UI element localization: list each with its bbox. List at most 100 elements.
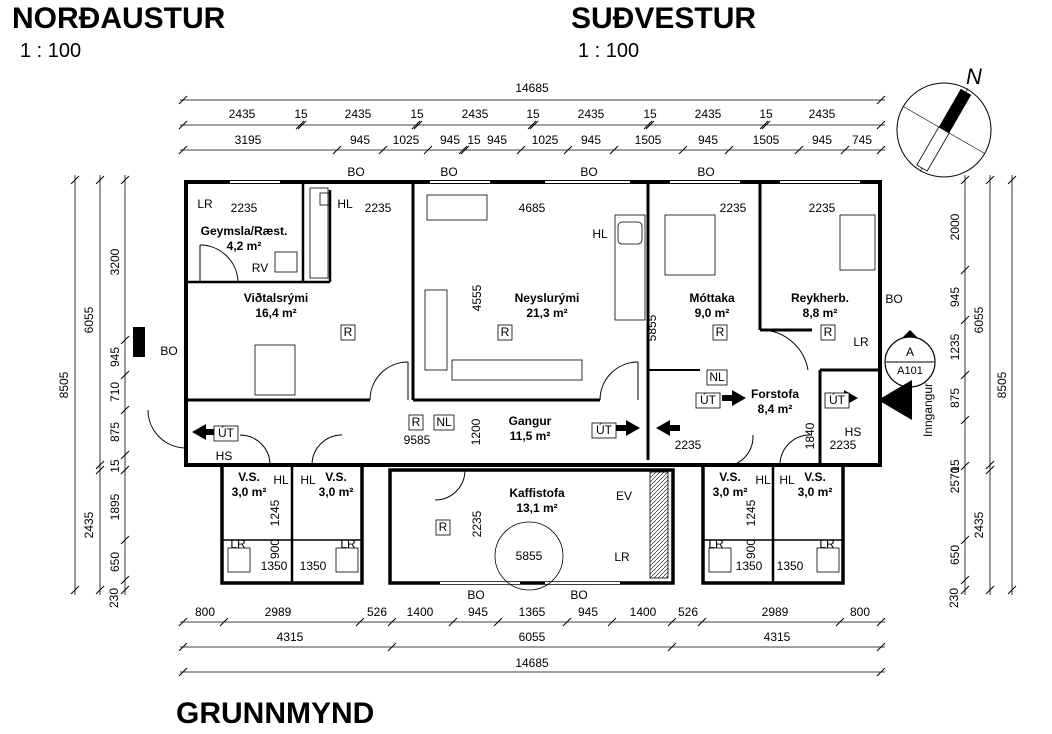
room-vs-4-area: 3,0 m² bbox=[798, 485, 833, 499]
dim-top-row2: 15 bbox=[643, 107, 657, 121]
room-code-r: R bbox=[824, 325, 833, 339]
dim-tick bbox=[120, 575, 130, 585]
label-lr: LR bbox=[340, 537, 356, 551]
label-hl: HL bbox=[273, 473, 289, 487]
dim-bottom-row2: 6055 bbox=[519, 630, 546, 644]
label-hs: HS bbox=[845, 425, 862, 439]
dim-bottom-row1: 1400 bbox=[407, 605, 434, 619]
dim-tick bbox=[960, 415, 970, 425]
dim-tick bbox=[960, 370, 970, 380]
dim-top-row3: 1025 bbox=[532, 133, 559, 147]
left-dimensions bbox=[70, 175, 130, 595]
label-rv: RV bbox=[252, 261, 268, 275]
dim-top-row3: 1505 bbox=[635, 133, 662, 147]
dim-right-inner: 650 bbox=[948, 545, 962, 565]
room-vs-4-name: V.S. bbox=[804, 470, 826, 484]
label-bo: BO bbox=[467, 588, 484, 602]
dim-right-outer: 8505 bbox=[995, 371, 1009, 398]
dim-bottom-row1: 945 bbox=[578, 605, 598, 619]
dim-tick bbox=[761, 120, 771, 130]
room-vidtalsrymi-name: Viðtalsrými bbox=[244, 291, 308, 305]
dim-kaffi-w: 5855 bbox=[516, 549, 543, 563]
room-code-r-box bbox=[497, 324, 513, 341]
dim-tick bbox=[678, 145, 688, 155]
dim-reyk: 2235 bbox=[809, 201, 836, 215]
label-hl: HL bbox=[300, 473, 316, 487]
dim-bottom-row2: 4315 bbox=[764, 630, 791, 644]
title-south-west: SUÐVESTUR bbox=[571, 2, 757, 35]
dim-tick bbox=[609, 145, 619, 155]
dim-left-inner: 945 bbox=[108, 347, 122, 367]
dim-4555: 4555 bbox=[470, 284, 484, 311]
dim-tick bbox=[985, 175, 995, 185]
dim-top-row3: 745 bbox=[852, 133, 872, 147]
dim-tick bbox=[985, 460, 995, 470]
label-hl: HL bbox=[337, 197, 353, 211]
dim-bottom-row1: 2989 bbox=[762, 605, 789, 619]
room-mottaka-area: 9,0 m² bbox=[695, 306, 730, 320]
dim-tick bbox=[876, 617, 886, 627]
dim-tick bbox=[835, 617, 845, 627]
dim-tick bbox=[985, 585, 995, 595]
vent-marker bbox=[133, 327, 145, 357]
dim-1200: 1200 bbox=[469, 418, 483, 445]
room-neyslurymi-name: Neyslurými bbox=[515, 291, 580, 305]
dim-top-row2: 2435 bbox=[695, 107, 722, 121]
dim-tick bbox=[562, 617, 572, 627]
label-hl: HL bbox=[592, 227, 608, 241]
dim-kaffi-h: 2235 bbox=[470, 510, 484, 537]
dim-tick bbox=[178, 617, 188, 627]
dim-5855: 5855 bbox=[645, 314, 659, 341]
room-code-r: R bbox=[716, 325, 725, 339]
dim-top-row2: 2435 bbox=[345, 107, 372, 121]
room-code-r-box bbox=[408, 414, 424, 431]
room-kaffistofa-name: Kaffistofa bbox=[509, 486, 565, 500]
doors bbox=[147, 244, 811, 501]
dim-1350: 1350 bbox=[777, 559, 804, 573]
dim-tick bbox=[178, 667, 188, 677]
building-walls bbox=[184, 180, 882, 585]
exit-label: ÚT bbox=[596, 422, 613, 437]
north-arrow bbox=[896, 82, 992, 178]
label-hs: HS bbox=[216, 449, 233, 463]
exit-label-box bbox=[824, 392, 850, 409]
label-bo: BO bbox=[570, 588, 587, 602]
dim-bottom-row1: 526 bbox=[678, 605, 698, 619]
dim-tick bbox=[332, 145, 342, 155]
title-north-east: NORÐAUSTUR bbox=[12, 2, 226, 35]
room-geymsla-area: 4,2 m² bbox=[227, 239, 262, 253]
dim-tick bbox=[667, 642, 677, 652]
dim-tick bbox=[120, 585, 130, 595]
dim-left-inner: 15 bbox=[108, 459, 122, 473]
room-vs-1-area: 3,0 m² bbox=[232, 485, 267, 499]
room-code-r-box bbox=[712, 324, 728, 341]
dim-bottom-total: 14685 bbox=[515, 656, 549, 670]
room-gangur-name: Gangur bbox=[509, 414, 552, 428]
label-bo: BO bbox=[347, 165, 364, 179]
room-code-r: R bbox=[412, 415, 421, 429]
label-ev: EV bbox=[616, 489, 632, 503]
dim-tick bbox=[70, 175, 80, 185]
dim-tick bbox=[840, 145, 850, 155]
dim-geymsla: 2235 bbox=[231, 201, 258, 215]
dim-bottom-row1: 800 bbox=[195, 605, 215, 619]
room-code-r: R bbox=[344, 325, 353, 339]
exit-label: ÚT bbox=[700, 392, 717, 407]
dim-mottaka: 2235 bbox=[720, 201, 747, 215]
label-lr: LR bbox=[819, 537, 835, 551]
dim-bottom-row1: 2989 bbox=[265, 605, 292, 619]
dim-tick bbox=[667, 617, 677, 627]
dim-tick bbox=[563, 145, 573, 155]
dim-tick bbox=[95, 465, 105, 475]
dim-tick bbox=[458, 145, 468, 155]
dim-tick bbox=[178, 95, 188, 105]
dim-left-inner: 3200 bbox=[108, 248, 122, 275]
dim-right-inner: 945 bbox=[948, 287, 962, 307]
dim-tick bbox=[697, 617, 707, 627]
dim-top-row2: 2435 bbox=[462, 107, 489, 121]
dim-tick bbox=[960, 575, 970, 585]
room-vs-2-name: V.S. bbox=[325, 470, 347, 484]
dim-tick bbox=[876, 95, 886, 105]
dim-top-row3: 945 bbox=[350, 133, 370, 147]
